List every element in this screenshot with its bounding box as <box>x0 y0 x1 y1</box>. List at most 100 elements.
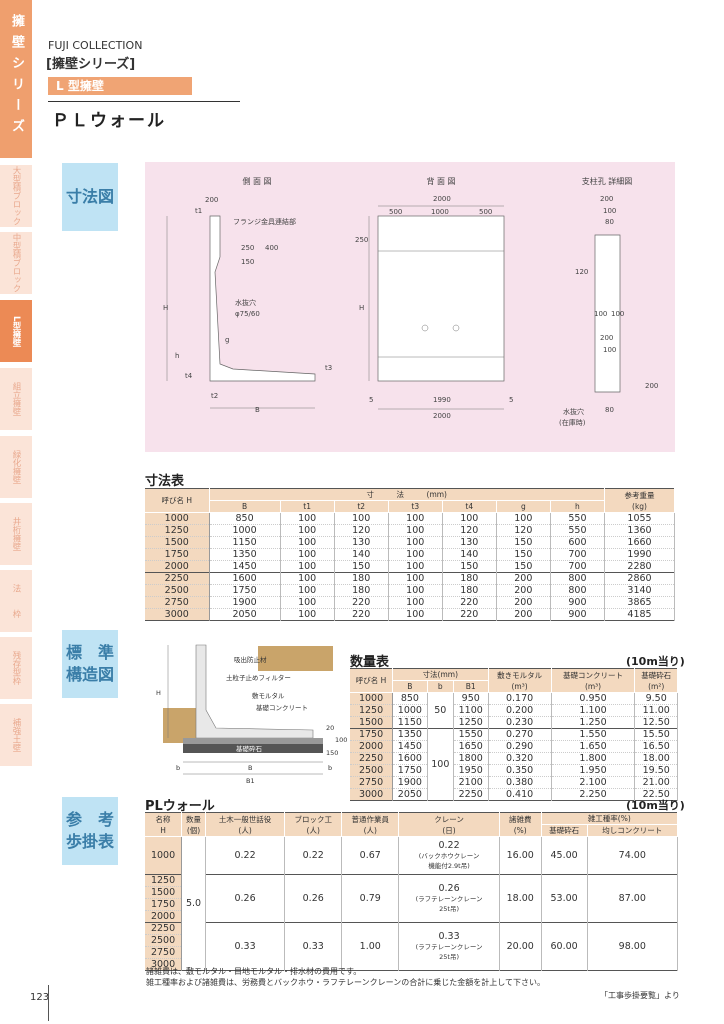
table-row: 1750 <box>145 898 678 911</box>
table-cell: 100 <box>280 548 335 561</box>
dim-label: 5 <box>369 396 373 404</box>
dim-label: 100 <box>603 207 616 215</box>
sidebar-tab[interactable]: 中型積ブロック <box>0 232 32 294</box>
sidebar-tab[interactable]: 法 枠 <box>0 570 32 632</box>
sidebar-tab[interactable]: L型擁壁 <box>0 300 32 362</box>
table-cell: 100 <box>280 560 335 573</box>
table-cell: 1.800 <box>551 752 636 765</box>
table-cell: 2750 <box>350 776 394 789</box>
sidebar-tab[interactable]: 井桁擁壁 <box>0 503 32 565</box>
dim-label: 5 <box>509 396 513 404</box>
dim-label: 100 <box>335 736 347 744</box>
quantity-table-unit: (10m当り) <box>626 655 685 668</box>
table-cell: 1350 <box>392 728 428 741</box>
table-cell: 0.22 <box>284 836 343 875</box>
table-cell: 150 <box>496 548 551 561</box>
page-number-divider <box>48 985 49 1021</box>
table-cell: 0.950 <box>551 692 636 705</box>
table-cell: 2500 <box>145 584 210 597</box>
table-cell: 100 <box>280 584 335 597</box>
dim-label: 250 <box>241 244 254 252</box>
table-cell: 100 <box>280 524 335 537</box>
table-cell: 3000 <box>145 958 183 971</box>
col-header: 呼び名 H <box>350 668 394 693</box>
table-cell: 550 <box>550 512 606 525</box>
dim-label: 120 <box>575 268 588 276</box>
table-cell: 21.00 <box>634 776 678 789</box>
table-cell: 9.50 <box>634 692 678 705</box>
table-cell: 100 <box>388 512 443 525</box>
table-cell: 220 <box>442 608 497 621</box>
dim-label: 20 <box>326 724 334 732</box>
source-note: 「工事歩掛要覧」より <box>600 991 680 1000</box>
table-cell: 850 <box>209 512 281 525</box>
table-cell: 3140 <box>604 584 675 597</box>
table-cell: 200 <box>496 596 551 609</box>
dim-label: 100 <box>611 310 624 318</box>
table-cell: 220 <box>442 596 497 609</box>
table-cell: 45.00 <box>541 836 588 875</box>
side-view-shape <box>209 215 316 382</box>
col-header: クレーン(日) <box>398 812 500 837</box>
col-header: B <box>209 500 281 513</box>
col-header: t4 <box>442 500 497 513</box>
table-cell: 1990 <box>604 548 675 561</box>
col-header: ブロック工(人) <box>284 812 343 837</box>
sidebar-tab[interactable]: 緑化擁壁 <box>0 436 32 498</box>
table-cell: 100 <box>388 536 443 549</box>
table-cell: 1.550 <box>551 728 636 741</box>
sidebar-tab[interactable]: 残存型枠 <box>0 637 32 699</box>
table-cell: 700 <box>550 560 606 573</box>
dim-label: 100 <box>594 310 607 318</box>
table-cell: 74.00 <box>587 836 679 875</box>
table-cell: 550 <box>550 524 606 537</box>
table-cell: 1000 <box>350 692 394 705</box>
table-cell: 150 <box>442 560 497 573</box>
table-row: 1500 <box>145 886 678 899</box>
col-header: g <box>496 500 551 513</box>
table-row: 2500 <box>145 934 678 947</box>
col-header: 均しコンクリート <box>587 824 679 837</box>
dim-label: H <box>163 304 168 312</box>
dim-label: 200 <box>600 334 613 342</box>
table-cell: 140 <box>334 548 389 561</box>
label-filter: 土粒子止めフィルター <box>226 673 291 682</box>
table-cell: 130 <box>442 536 497 549</box>
sidebar-tab[interactable]: 組立擁壁 <box>0 368 32 430</box>
sidebar-tab[interactable]: 大型積ブロック <box>0 165 32 227</box>
side-view-title: 側 面 図 <box>242 176 271 186</box>
col-header: t2 <box>334 500 389 513</box>
table-cell: 1350 <box>209 548 281 561</box>
table-cell: 2250 <box>350 752 394 765</box>
col-header: 敷きモルタル(m³) <box>488 668 552 693</box>
table-cell: 100 <box>388 584 443 597</box>
dim-label: 200 <box>600 195 613 203</box>
drain-note-label: (在庫時) <box>559 418 586 427</box>
table-cell: 1750 <box>209 584 281 597</box>
dimension-drawing: 側 面 図 背 面 図 支柱孔 詳細図 200 t1 フランジ金具連結部 水抜穴… <box>145 162 675 452</box>
soil-front <box>163 708 198 743</box>
drain-size-label: φ75/60 <box>235 310 260 318</box>
note-1: 諸雑費は、敷モルタル・目地モルタル・排水材の費用です。 <box>146 967 362 976</box>
table-cell: 200 <box>496 608 551 621</box>
table-cell: 900 <box>550 608 606 621</box>
dim-label: 2000 <box>433 195 451 203</box>
table-cell: 1055 <box>604 512 675 525</box>
table-cell: 2100 <box>453 776 489 789</box>
label-stone: 基礎砕石 <box>236 744 263 753</box>
sidebar-tab[interactable]: 補強土壁 <box>0 704 32 766</box>
table-cell: 1250 <box>350 704 394 717</box>
table-cell: 87.00 <box>587 874 679 923</box>
table-cell: 5.0 <box>181 836 206 971</box>
table-cell: 16.50 <box>634 740 678 753</box>
series-tab[interactable]: 擁壁シリーズ <box>0 0 32 158</box>
flange-label: フランジ金具連結部 <box>233 217 296 226</box>
